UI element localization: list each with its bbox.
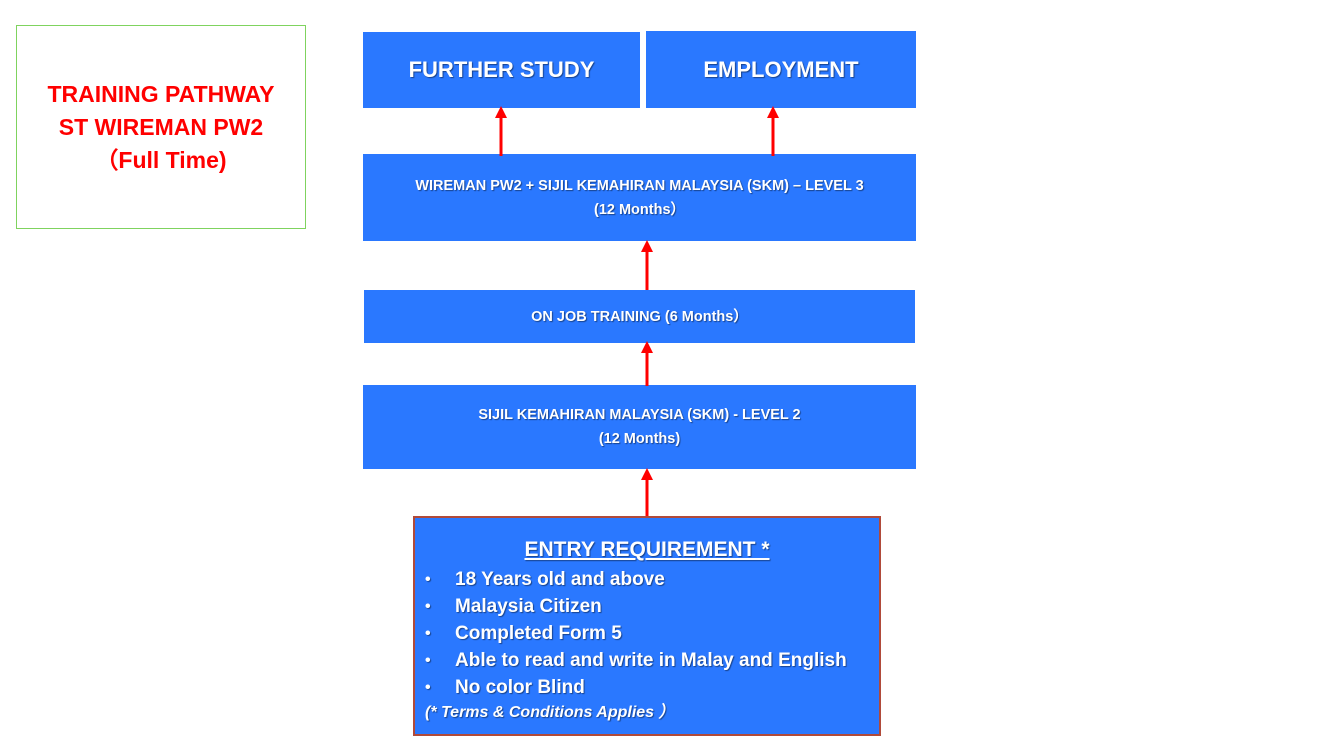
level2-stage-box: SIJIL KEMAHIRAN MALAYSIA (SKM) - LEVEL 2… <box>363 385 916 469</box>
level3-stage-line-2: (12 Months） <box>593 201 686 218</box>
list-item-text: Malaysia Citizen <box>455 596 602 617</box>
title-line-2: ST WIREMAN PW2 <box>58 113 264 140</box>
arrow-to-further-study <box>495 106 507 156</box>
further-study-box: FURTHER STUDY <box>363 32 640 108</box>
further-study-label: FURTHER STUDY <box>408 57 595 82</box>
level2-stage-line-2: (12 Months) <box>598 431 681 447</box>
level3-stage-line-1: WIREMAN PW2 + SIJIL KEMAHIRAN MALAYSIA (… <box>415 177 864 194</box>
list-item: • No color Blind <box>415 674 879 701</box>
bullet-icon: • <box>425 625 431 642</box>
employment-label: EMPLOYMENT <box>703 56 859 82</box>
list-item-text: Able to read and write in Malay and Engl… <box>455 650 847 671</box>
list-item: • Completed Form 5 <box>415 620 879 647</box>
bullet-icon: • <box>425 571 431 588</box>
ojt-stage-line-1: ON JOB TRAINING (6 Months） <box>531 308 748 325</box>
arrow-entry-to-level2 <box>641 468 653 517</box>
list-item: • Malaysia Citizen <box>415 593 879 620</box>
employment-box: EMPLOYMENT <box>646 31 916 108</box>
entry-requirement-list: • 18 Years old and above • Malaysia Citi… <box>415 566 879 701</box>
bullet-icon: • <box>425 598 431 615</box>
list-item-text: 18 Years old and above <box>455 569 665 590</box>
list-item-text: Completed Form 5 <box>455 623 622 644</box>
list-item-text: No color Blind <box>455 677 585 698</box>
terms-note: (* Terms & Conditions Applies ） <box>425 704 675 721</box>
bullet-icon: • <box>425 679 431 696</box>
list-item: • 18 Years old and above <box>415 566 879 593</box>
entry-requirement-title: ENTRY REQUIREMENT * <box>524 538 770 561</box>
entry-requirement-box: ENTRY REQUIREMENT * • 18 Years old and a… <box>413 516 881 736</box>
ojt-stage-box: ON JOB TRAINING (6 Months） <box>364 290 915 343</box>
arrow-level2-to-ojt <box>641 341 653 386</box>
arrow-to-employment <box>767 106 779 156</box>
title-line-3: （Full Time) <box>95 146 227 173</box>
level3-stage-box: WIREMAN PW2 + SIJIL KEMAHIRAN MALAYSIA (… <box>363 154 916 241</box>
list-item: • Able to read and write in Malay and En… <box>415 647 879 674</box>
arrow-ojt-to-level3 <box>641 240 653 290</box>
bullet-icon: • <box>425 652 431 669</box>
title-line-1: TRAINING PATHWAY <box>47 80 275 107</box>
level2-stage-line-1: SIJIL KEMAHIRAN MALAYSIA (SKM) - LEVEL 2 <box>478 407 801 423</box>
diagram-title-box: TRAINING PATHWAY ST WIREMAN PW2 （Full Ti… <box>16 25 306 229</box>
